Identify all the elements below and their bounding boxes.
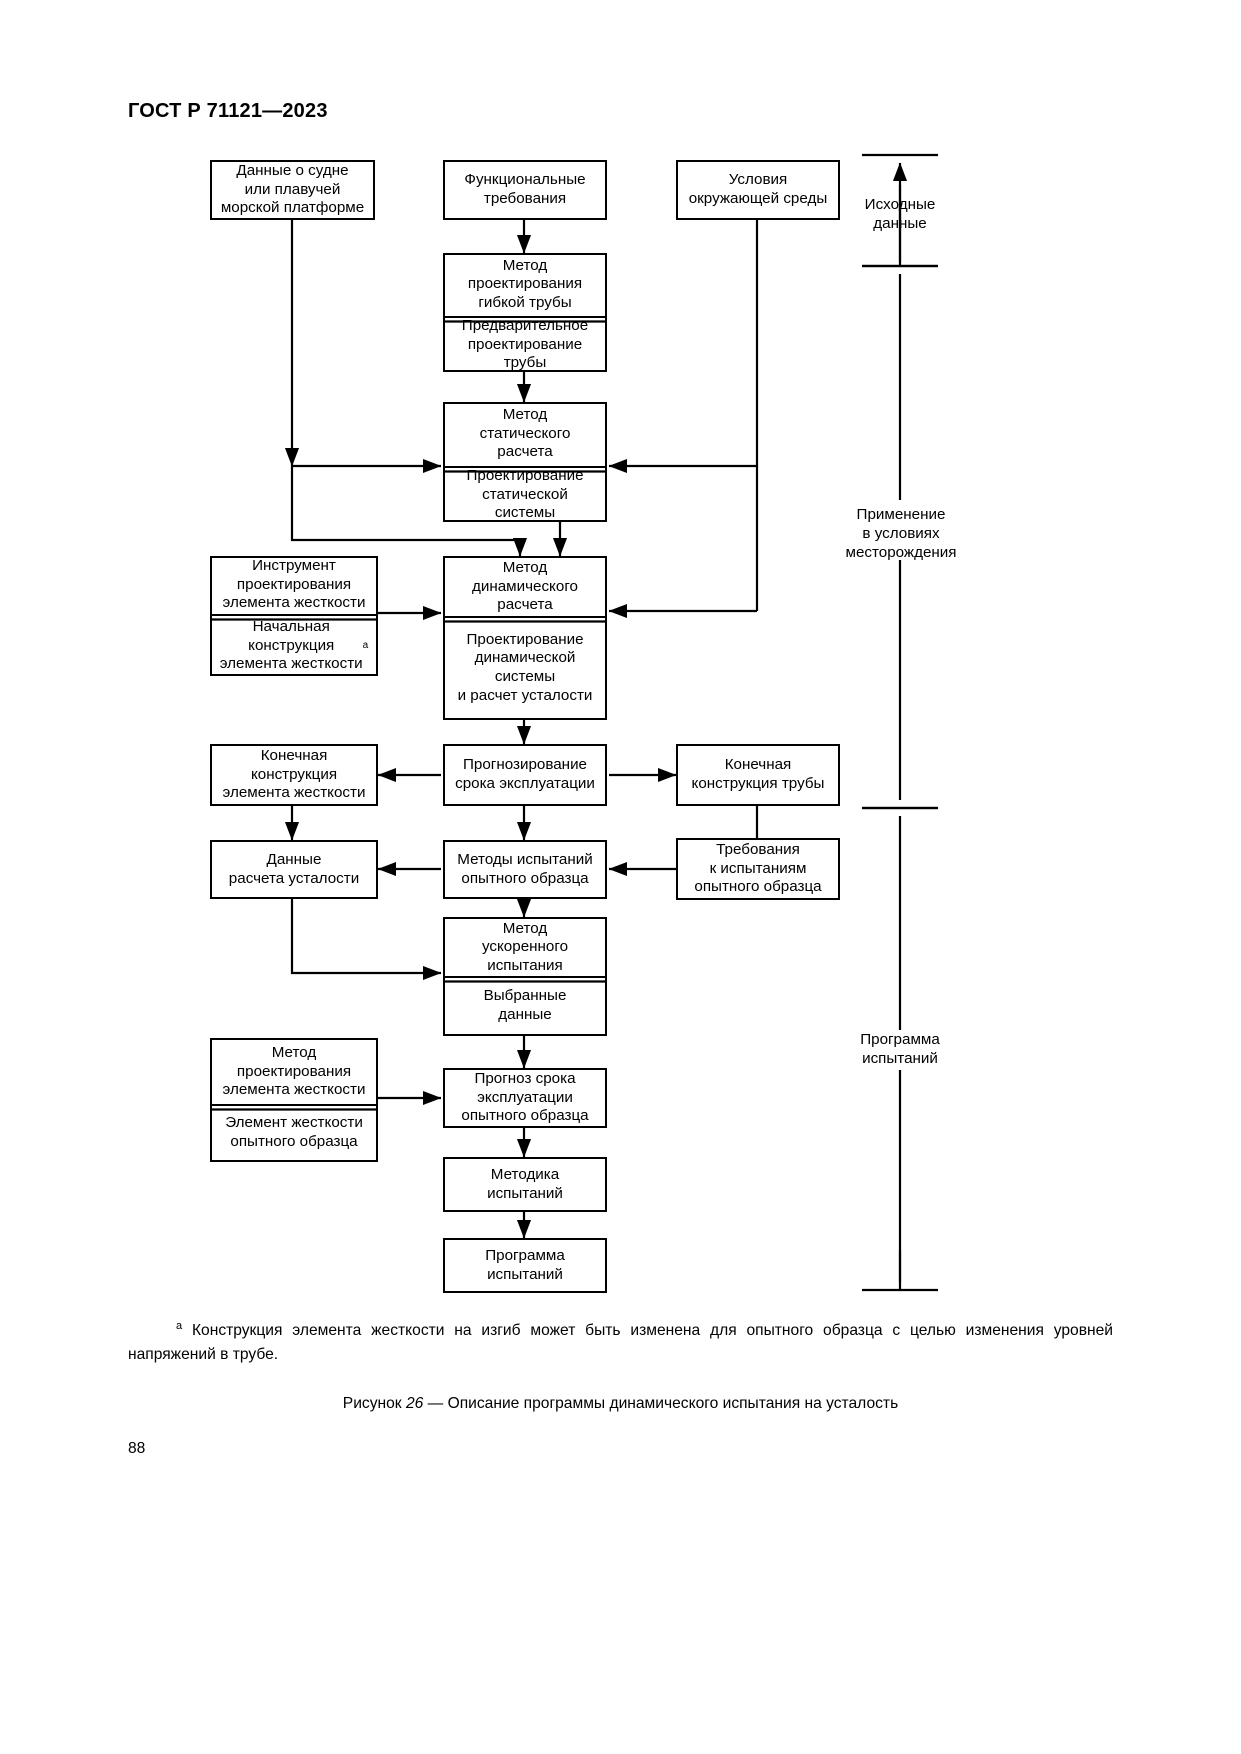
node-static-calculation-method-label: Метод статического расчета xyxy=(479,406,571,461)
node-prototype-stiffener-label: Элемент жесткости опытного образца xyxy=(212,1104,376,1160)
flowchart-connectors xyxy=(284,153,938,1292)
node-dynamic-calculation-method-label: Метод динамического расчета xyxy=(472,559,578,614)
node-vessel-data[interactable]: Данные о судне или плавучей морской плат… xyxy=(210,160,375,220)
node-prototype-test-methods-label: Методы испытаний опытного образца xyxy=(457,850,593,887)
caption-prefix: Рисунок xyxy=(342,1395,402,1412)
node-fatigue-calculation-data-label: Данные расчета усталости xyxy=(228,850,360,887)
bracket-label-field-application: Применение в условиях месторождения xyxy=(845,506,957,561)
document-header: ГОСТ Р 71121—2023 xyxy=(128,100,328,122)
node-environmental-conditions-label: Условия окружающей среды xyxy=(688,171,828,207)
node-initial-stiffener-design-label: Начальная конструкция элемента жесткости… xyxy=(212,614,376,676)
node-fatigue-calculation-data[interactable]: Данные расчета усталости xyxy=(210,840,378,899)
figure-footnote: а Конструкция элемента жесткости на изги… xyxy=(128,1318,1113,1366)
node-test-procedure-label: Методика испытаний xyxy=(487,1165,563,1202)
node-service-life-prediction-label: Прогнозирование срока эксплуатации xyxy=(455,756,595,792)
bracket-label-initial-data: Исходные данные xyxy=(864,196,936,232)
node-stiffener-design-tool-label: Инструмент проектирования элемента жестк… xyxy=(222,557,366,612)
node-stiffener-design-method-group[interactable]: Метод проектирования элемента жесткости … xyxy=(210,1038,378,1162)
node-service-life-prediction[interactable]: Прогнозирование срока эксплуатации xyxy=(443,744,607,806)
node-vessel-data-label: Данные о судне или плавучей морской плат… xyxy=(220,162,365,217)
footnote-marker-a: а xyxy=(362,639,369,651)
page-number: 88 xyxy=(128,1440,146,1457)
node-test-program-label: Программа испытаний xyxy=(485,1246,565,1283)
node-dynamic-system-design-label: Проектирование динамической системы и ра… xyxy=(445,616,605,718)
node-stiffener-tool-group[interactable]: Инструмент проектирования элемента жестк… xyxy=(210,556,378,676)
node-final-pipe-design[interactable]: Конечная конструкция трубы xyxy=(676,744,840,806)
node-test-procedure[interactable]: Методика испытаний xyxy=(443,1157,607,1212)
node-prototype-test-requirements[interactable]: Требования к испытаниям опытного образца xyxy=(676,838,840,900)
node-prototype-life-forecast-label: Прогноз срока эксплуатации опытного обра… xyxy=(461,1070,589,1125)
node-selected-data-label: Выбранные данные xyxy=(445,976,605,1034)
node-prototype-test-methods[interactable]: Методы испытаний опытного образца xyxy=(443,840,607,899)
node-preliminary-pipe-design-label: Предварительное проектирование трубы xyxy=(445,316,605,372)
node-initial-stiffener-design-text: Начальная конструкция элемента жесткости xyxy=(219,618,363,673)
node-final-stiffener-design[interactable]: Конечная конструкция элемента жесткости xyxy=(210,744,378,806)
node-accelerated-test-group[interactable]: Метод ускоренного испытания Выбранные да… xyxy=(443,917,607,1036)
node-environmental-conditions[interactable]: Условия окружающей среды xyxy=(676,160,840,220)
node-final-stiffener-design-label: Конечная конструкция элемента жесткости xyxy=(222,747,366,802)
node-prototype-life-forecast[interactable]: Прогноз срока эксплуатации опытного обра… xyxy=(443,1068,607,1128)
node-flexible-pipe-design-method-label: Метод проектирования гибкой трубы xyxy=(467,256,583,311)
bracket-label-test-program: Программа испытаний xyxy=(860,1031,940,1067)
node-test-program[interactable]: Программа испытаний xyxy=(443,1238,607,1293)
flowchart-figure: Данные о судне или плавучей морской плат… xyxy=(210,153,957,1293)
node-prototype-test-requirements-label: Требования к испытаниям опытного образца xyxy=(694,841,822,896)
footnote-text: Конструкция элемента жесткости на изгиб … xyxy=(128,1322,1113,1363)
node-static-calculation-group[interactable]: Метод статического расчета Проектировани… xyxy=(443,402,607,522)
caption-text: — Описание программы динамического испыт… xyxy=(427,1395,899,1412)
node-accelerated-test-method-label: Метод ускоренного испытания xyxy=(481,919,569,974)
node-dynamic-calculation-group[interactable]: Метод динамического расчета Проектирован… xyxy=(443,556,607,720)
figure-caption: Рисунок 26 — Описание программы динамиче… xyxy=(128,1395,1113,1413)
node-final-pipe-design-label: Конечная конструкция трубы xyxy=(691,756,825,792)
footnote-marker: а xyxy=(176,1320,183,1332)
node-functional-requirements[interactable]: Функциональные требования xyxy=(443,160,607,220)
caption-number: 26 xyxy=(405,1395,424,1412)
node-stiffener-design-method-label: Метод проектирования элемента жесткости xyxy=(222,1044,366,1099)
node-flexible-pipe-design-group[interactable]: Метод проектирования гибкой трубы Предва… xyxy=(443,253,607,372)
node-functional-requirements-label: Функциональные требования xyxy=(464,171,586,207)
node-static-system-design-label: Проектирование статической системы xyxy=(445,466,605,522)
